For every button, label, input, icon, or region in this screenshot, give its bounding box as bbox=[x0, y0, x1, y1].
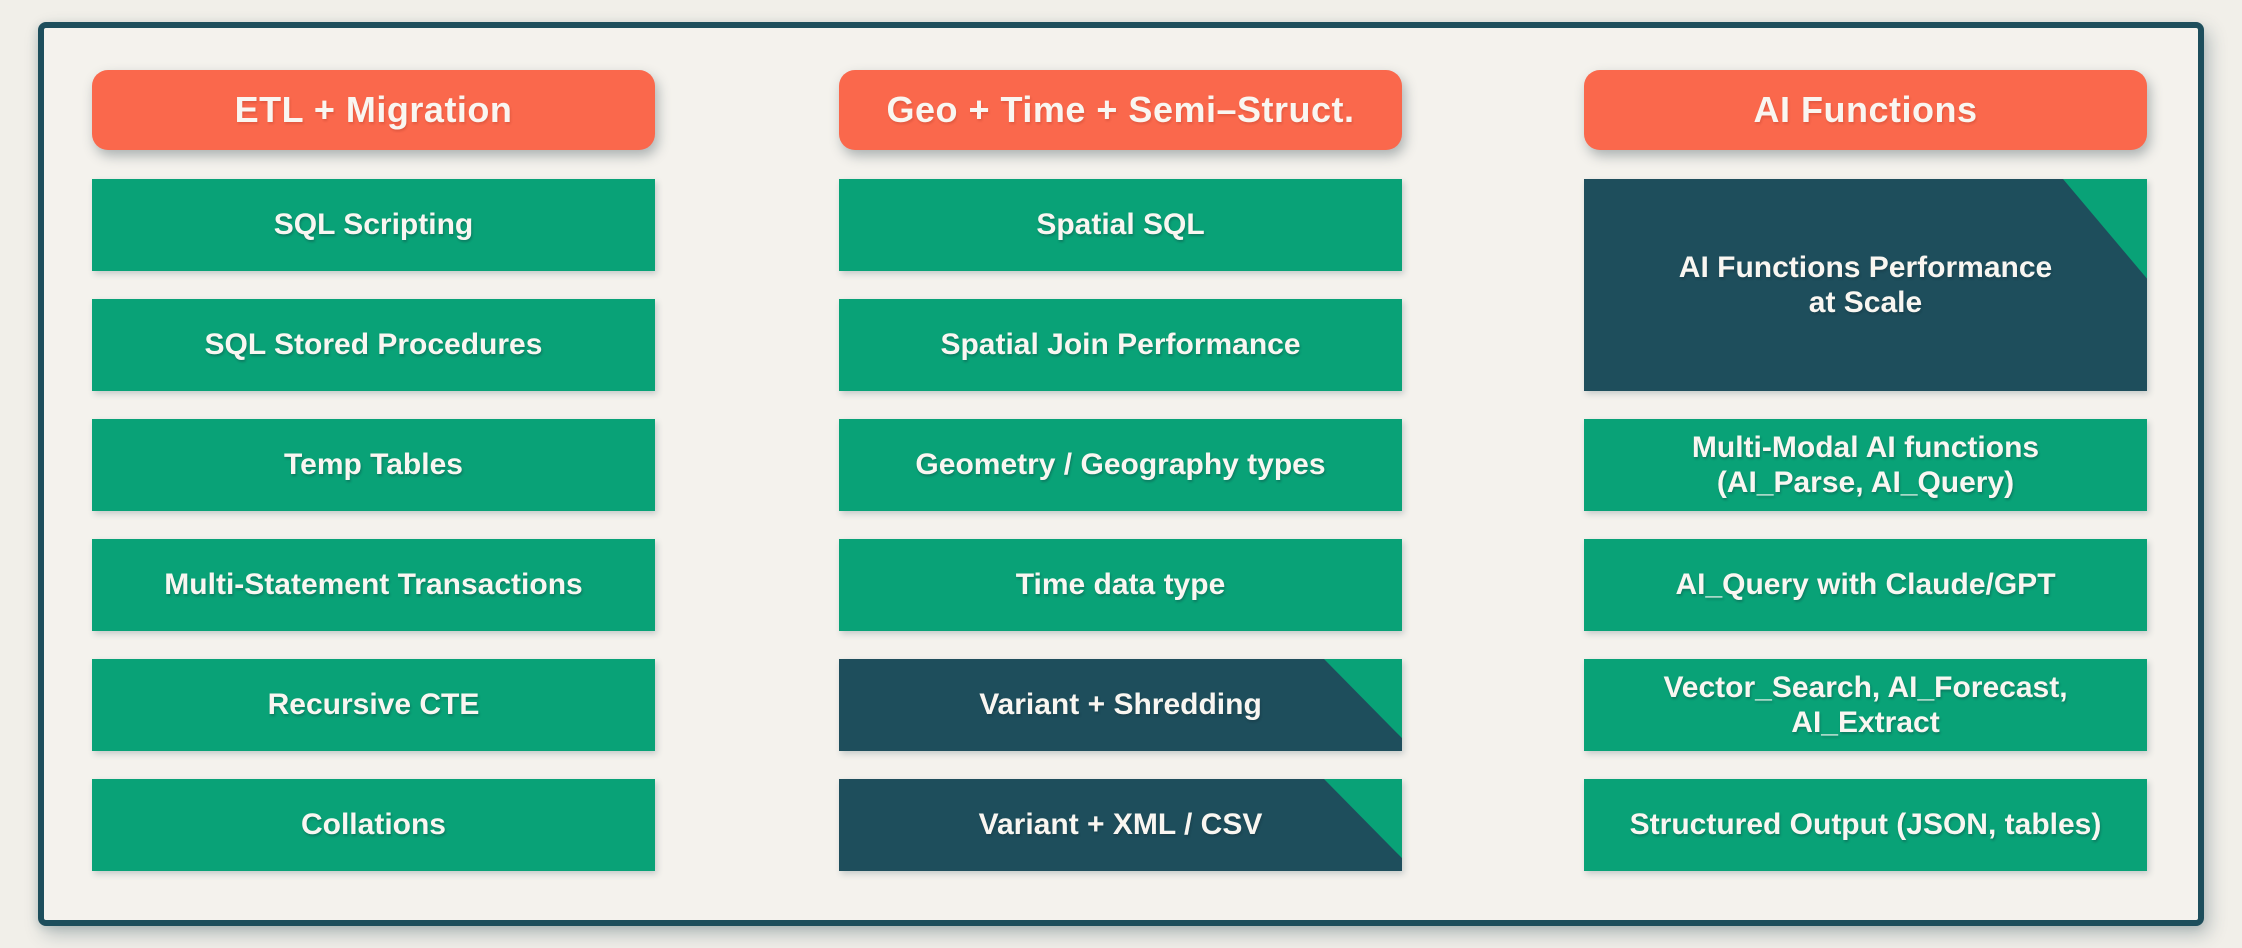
dark-panel-cut-corner bbox=[1584, 179, 2147, 391]
stage-box-label: Variant + Shredding bbox=[979, 688, 1262, 722]
stage-box: SQL Stored Procedures bbox=[92, 299, 655, 391]
stage-box-label: Temp Tables bbox=[284, 448, 463, 482]
stage-box: Vector_Search, AI_Forecast, AI_Extract bbox=[1584, 659, 2147, 751]
stage-box: AI_Query with Claude/GPT bbox=[1584, 539, 2147, 631]
column-header-ai-functions: AI Functions bbox=[1584, 70, 2147, 150]
stage-box-label: SQL Scripting bbox=[273, 208, 474, 242]
stage-box-label: AI Functions Performance at Scale bbox=[1678, 250, 2053, 319]
stage-box: Temp Tables bbox=[92, 419, 655, 511]
stage-box: Time data type bbox=[839, 539, 1402, 631]
stage-box-label: Structured Output (JSON, tables) bbox=[1629, 808, 2102, 842]
stage-box-label: Variant + XML / CSV bbox=[978, 808, 1263, 842]
stage-box: Recursive CTE bbox=[92, 659, 655, 751]
stage-box: Spatial Join Performance bbox=[839, 299, 1402, 391]
dark-panel-cut-corner bbox=[839, 659, 1402, 751]
stage-box-label: Spatial Join Performance bbox=[940, 328, 1301, 362]
stage-box: Spatial SQL bbox=[839, 179, 1402, 271]
stage-box-label: Recursive CTE bbox=[267, 688, 480, 722]
stage-box-label: SQL Stored Procedures bbox=[204, 328, 543, 362]
stage-box-label: Vector_Search, AI_Forecast, AI_Extract bbox=[1663, 670, 2068, 739]
stage-box: SQL Scripting bbox=[92, 179, 655, 271]
stage-box: Geometry / Geography types bbox=[839, 419, 1402, 511]
stage-box-label: Spatial SQL bbox=[1036, 208, 1205, 242]
stage-box: Variant + XML / CSV bbox=[839, 779, 1402, 871]
column-geo-time-semistruct: Geo + Time + Semi–Struct. Spatial SQL Spa… bbox=[839, 70, 1402, 871]
stage-box-label: Collations bbox=[300, 808, 446, 842]
column-header-geo-time-semistruct: Geo + Time + Semi–Struct. bbox=[839, 70, 1402, 150]
stage-box-label: AI_Query with Claude/GPT bbox=[1675, 568, 2056, 602]
stage-box-label: Geometry / Geography types bbox=[915, 448, 1326, 482]
stage-box: Structured Output (JSON, tables) bbox=[1584, 779, 2147, 871]
stage-box: Collations bbox=[92, 779, 655, 871]
stage-box: AI Functions Performance at Scale bbox=[1584, 179, 2147, 391]
stage-box: Multi-Statement Transactions bbox=[92, 539, 655, 631]
stage-box-label: Time data type bbox=[1015, 568, 1226, 602]
stage-box-label: Multi-Modal AI functions (AI_Parse, AI_Q… bbox=[1691, 430, 2040, 499]
dark-panel-cut-corner bbox=[839, 779, 1402, 871]
column-ai-functions: AI Functions AI Functions Performance at… bbox=[1584, 70, 2147, 871]
stage-box: Multi-Modal AI functions (AI_Parse, AI_Q… bbox=[1584, 419, 2147, 511]
stage-box-label: Multi-Statement Transactions bbox=[164, 568, 583, 602]
column-header-etl-migration: ETL + Migration bbox=[92, 70, 655, 150]
stage-box: Variant + Shredding bbox=[839, 659, 1402, 751]
